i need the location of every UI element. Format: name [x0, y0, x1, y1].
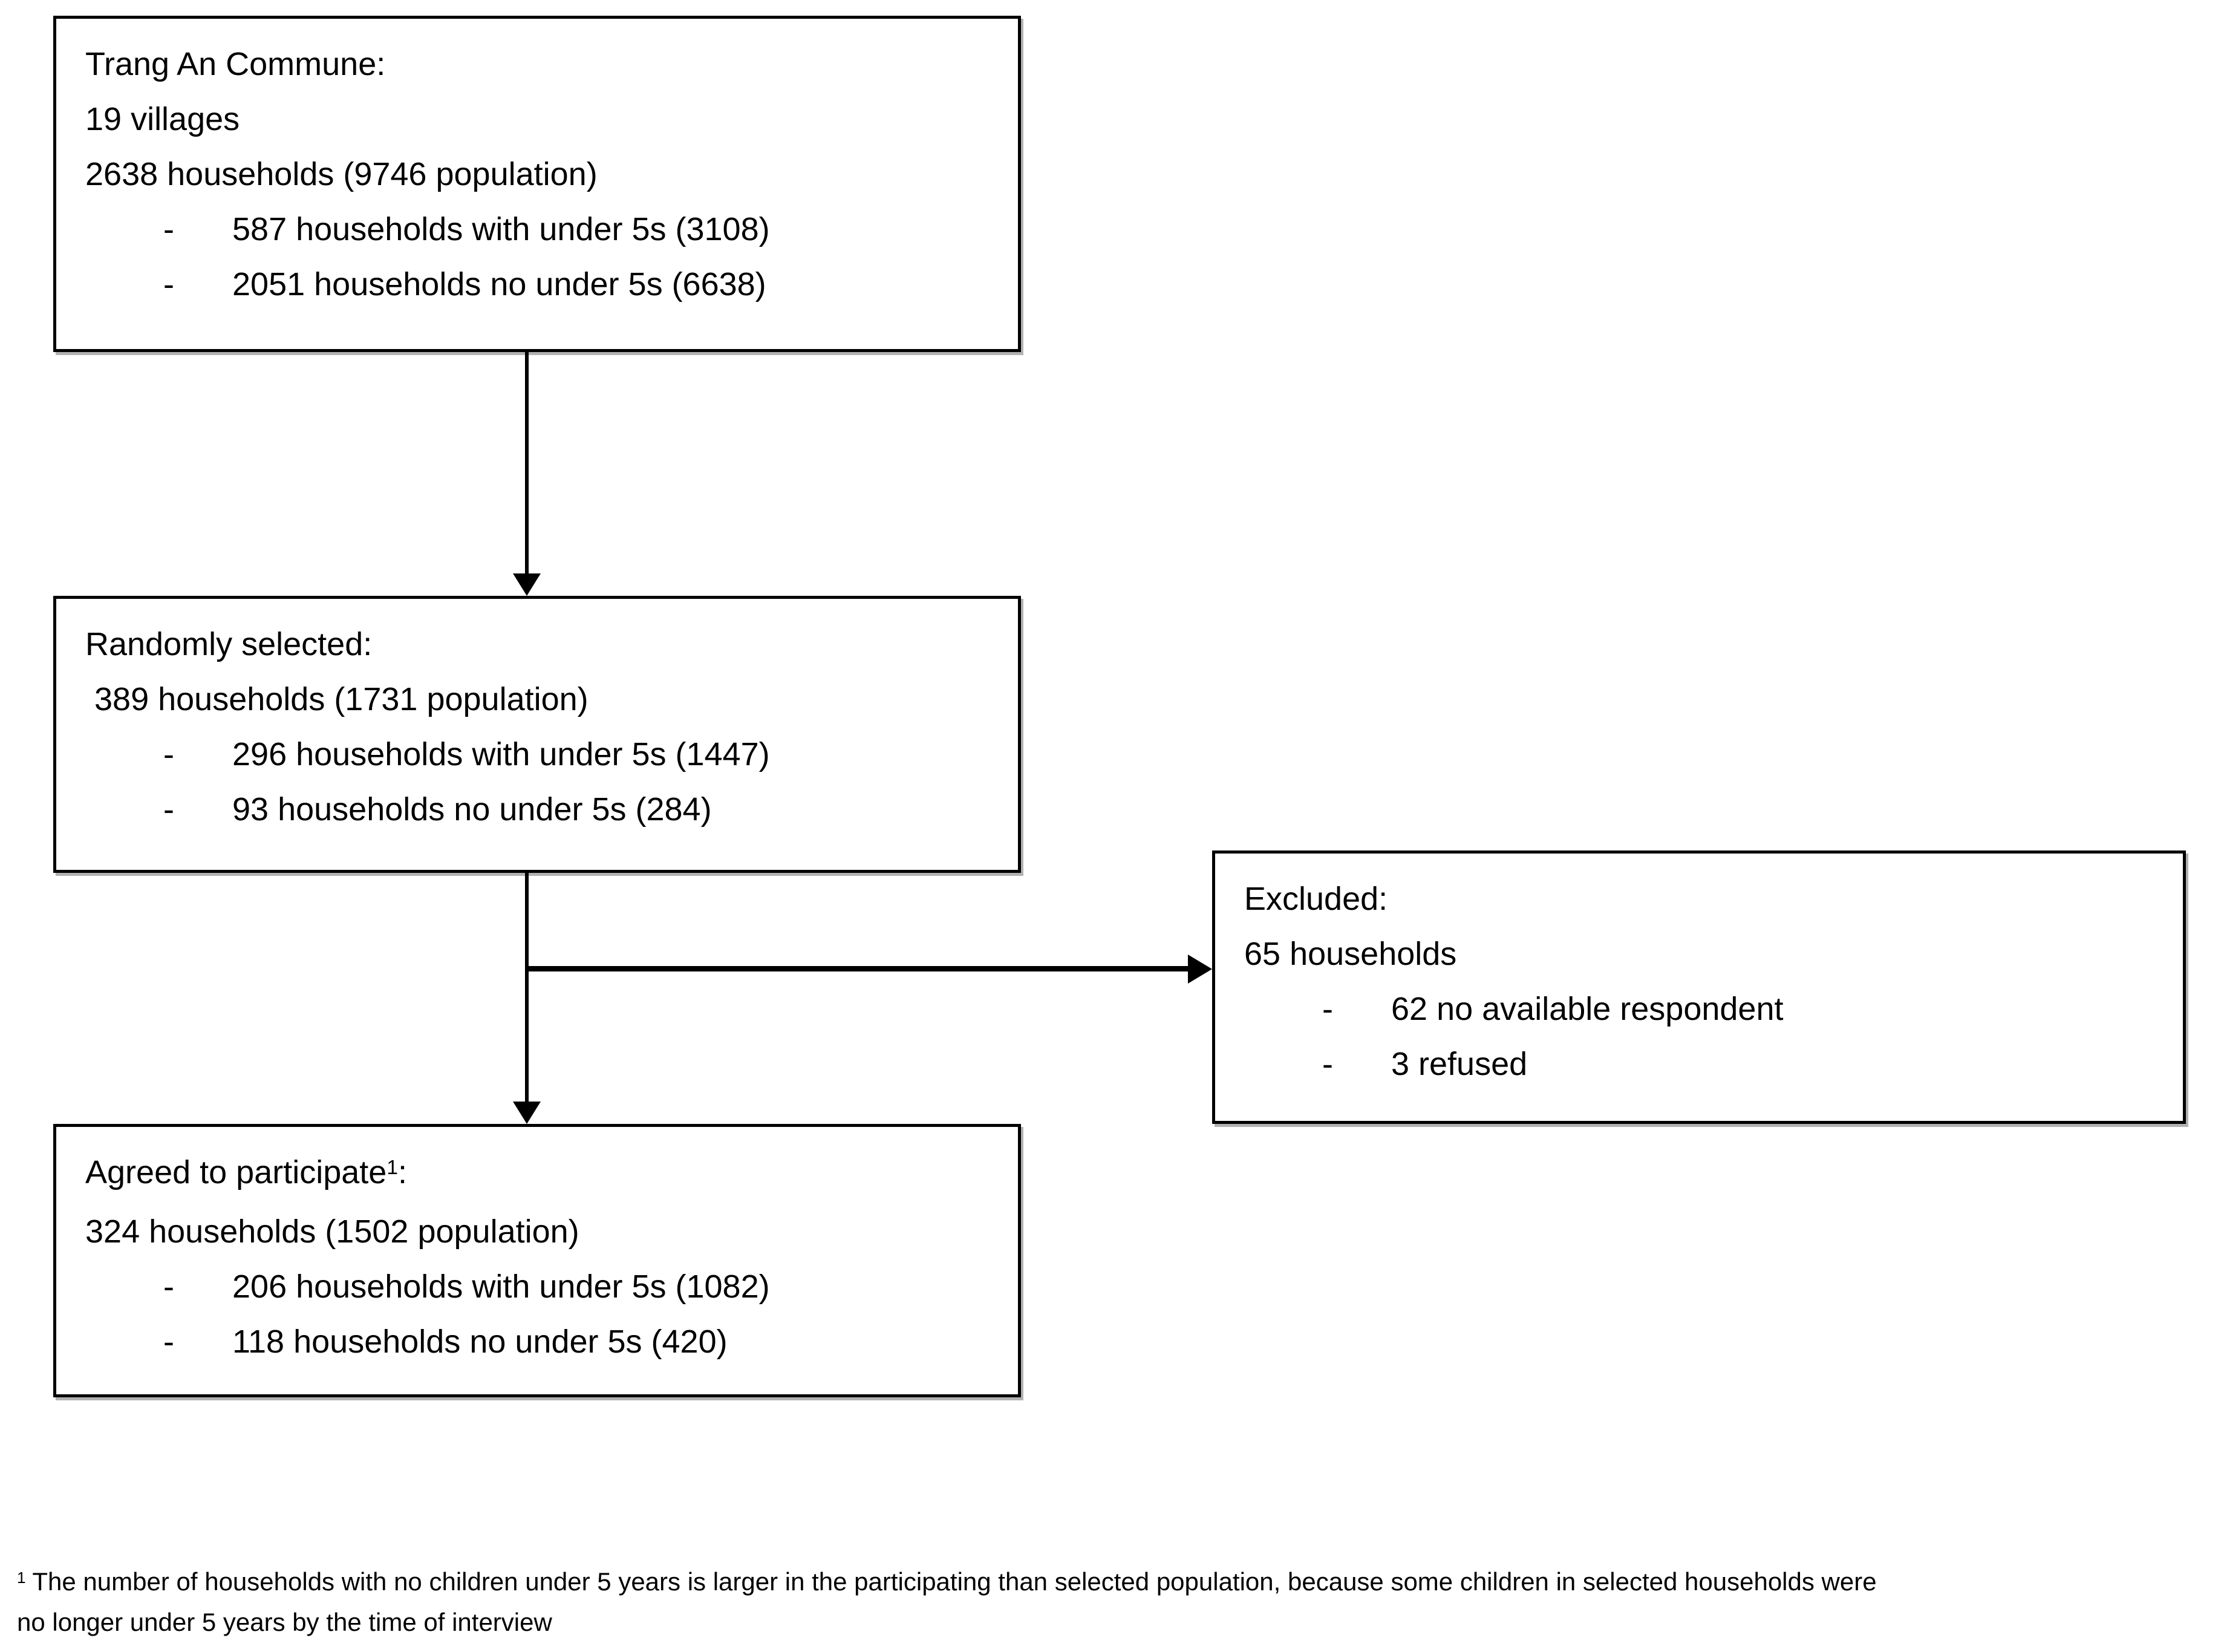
excluded-box: Excluded: 65 households - 62 no availabl… [1212, 850, 2186, 1124]
footnote-text-1: The number of households with no childre… [25, 1567, 1877, 1596]
flow-line-selected-to-agreed [525, 873, 529, 1102]
agreed-title-colon: : [397, 1154, 407, 1190]
footnote-line-2: no longer under 5 years by the time of i… [17, 1608, 552, 1636]
bullet-dash: - [1322, 991, 1333, 1027]
bullet-dash: - [163, 211, 174, 247]
footnote-marker-superscript: 1 [386, 1156, 398, 1179]
bullet-text: 587 households with under 5s (3108) [232, 211, 770, 247]
flow-line-branch-to-excluded [525, 966, 1189, 971]
bullet-text: 296 households with under 5s (1447) [232, 736, 770, 772]
arrowhead-right-icon [1188, 955, 1212, 984]
bullet-dash: - [163, 1268, 174, 1305]
commune-villages-line: 19 villages [85, 101, 240, 137]
bullet-dash: - [163, 266, 174, 302]
selected-box-title: Randomly selected: [85, 626, 373, 662]
arrowhead-down-icon [513, 1102, 541, 1124]
footnote-line-1: 1 The number of households with no child… [17, 1563, 2219, 1604]
excluded-bullet-refused: - 3 refused [1244, 1037, 2165, 1092]
arrowhead-down-icon [513, 573, 541, 596]
commune-box: Trang An Commune: 19 villages 2638 house… [53, 16, 1021, 352]
agreed-bullet-with-under5s: - 206 households with under 5s (1082) [85, 1259, 1000, 1314]
bullet-dash: - [163, 736, 174, 772]
excluded-households-line: 65 households [1244, 936, 1457, 972]
bullet-text: 2051 households no under 5s (6638) [232, 266, 766, 302]
randomly-selected-box: Randomly selected: 389 households (1731 … [53, 596, 1021, 873]
commune-bullet-no-under5s: - 2051 households no under 5s (6638) [85, 257, 1000, 312]
bullet-text: 206 households with under 5s (1082) [232, 1268, 770, 1305]
bullet-dash: - [163, 791, 174, 828]
commune-households-line: 2638 households (9746 population) [85, 156, 598, 192]
agreed-box: Agreed to participate1: 324 households (… [53, 1124, 1021, 1397]
flow-line-commune-to-selected [525, 352, 529, 575]
bullet-text: 118 households no under 5s (420) [232, 1324, 728, 1360]
agreed-households-line: 324 households (1502 population) [85, 1213, 579, 1250]
excluded-box-title: Excluded: [1244, 881, 1388, 917]
bullet-dash: - [163, 1324, 174, 1360]
footnote: 1 The number of households with no child… [17, 1563, 2219, 1641]
agreed-bullet-no-under5s: - 118 households no under 5s (420) [85, 1314, 1000, 1370]
selected-households-line: 389 households (1731 population) [85, 681, 589, 717]
bullet-dash: - [1322, 1046, 1333, 1082]
bullet-text: 62 no available respondent [1391, 991, 1784, 1027]
commune-bullet-with-under5s: - 587 households with under 5s (3108) [85, 202, 1000, 257]
excluded-bullet-no-respondent: - 62 no available respondent [1244, 982, 2165, 1037]
agreed-box-title: Agreed to participate1: [85, 1145, 1000, 1204]
agreed-title-text: Agreed to participate [85, 1154, 387, 1190]
commune-box-title: Trang An Commune: [85, 46, 386, 82]
bullet-text: 3 refused [1391, 1046, 1528, 1082]
footnote-superscript: 1 [17, 1569, 26, 1587]
bullet-text: 93 households no under 5s (284) [232, 791, 712, 828]
selected-bullet-with-under5s: - 296 households with under 5s (1447) [85, 727, 1000, 782]
selected-bullet-no-under5s: - 93 households no under 5s (284) [85, 782, 1000, 837]
